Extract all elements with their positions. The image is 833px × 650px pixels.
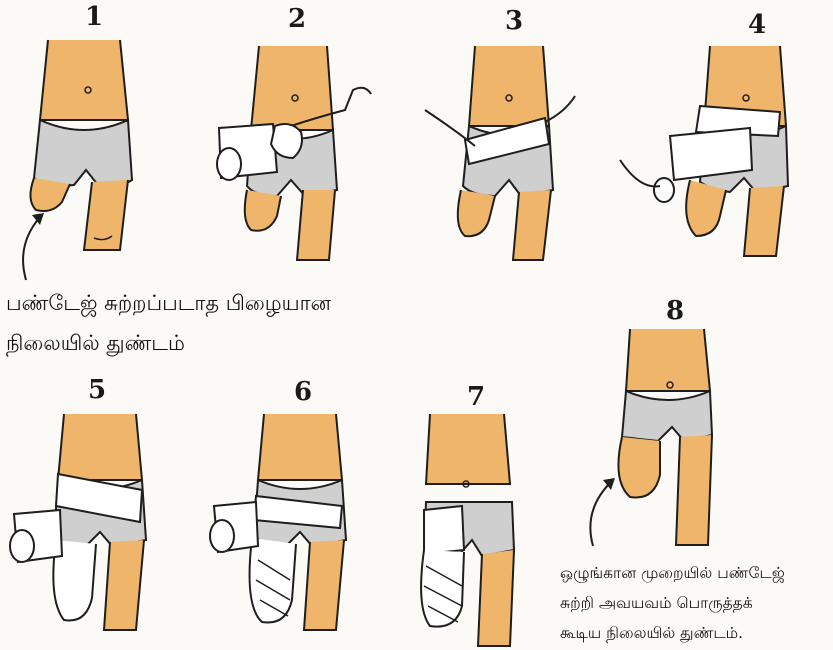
caption-correct: ஒழுங்கான முறையில் பண்டேஜ் சுற்றி அவயவம் …: [560, 558, 832, 648]
caption-incorrect-line-2: நிலையில் துண்டம்: [6, 323, 331, 363]
figure-step-5: [0, 410, 190, 650]
caption-incorrect: பண்டேஜ் சுற்றப்படாத பிழையான நிலையில் துண…: [6, 283, 331, 363]
figure-step-6: [200, 410, 390, 650]
caption-correct-line-2: சுற்றி அவயவம் பொருத்தக்: [560, 588, 832, 618]
step-number-5: 5: [77, 375, 117, 405]
caption-correct-line-1: ஒழுங்கான முறையில் பண்டேஜ்: [560, 558, 832, 588]
step-number-4: 4: [737, 10, 777, 40]
figure-step-4: [600, 40, 815, 280]
figure-step-3: [415, 40, 595, 280]
figure-step-2: [205, 40, 380, 280]
step-number-3: 3: [494, 6, 534, 36]
caption-incorrect-line-1: பண்டேஜ் சுற்றப்படாத பிழையான: [6, 283, 331, 323]
pointer-arrow-left: [10, 205, 50, 285]
step-number-6: 6: [283, 377, 323, 407]
step-number-8: 8: [655, 296, 695, 326]
step-number-1: 1: [74, 2, 114, 32]
step-number-2: 2: [277, 4, 317, 34]
figure-step-7: [400, 410, 560, 650]
step-number-7: 7: [456, 382, 496, 412]
pointer-arrow-right: [575, 470, 625, 550]
caption-correct-line-3: கூடிய நிலையில் துண்டம்.: [560, 618, 832, 648]
